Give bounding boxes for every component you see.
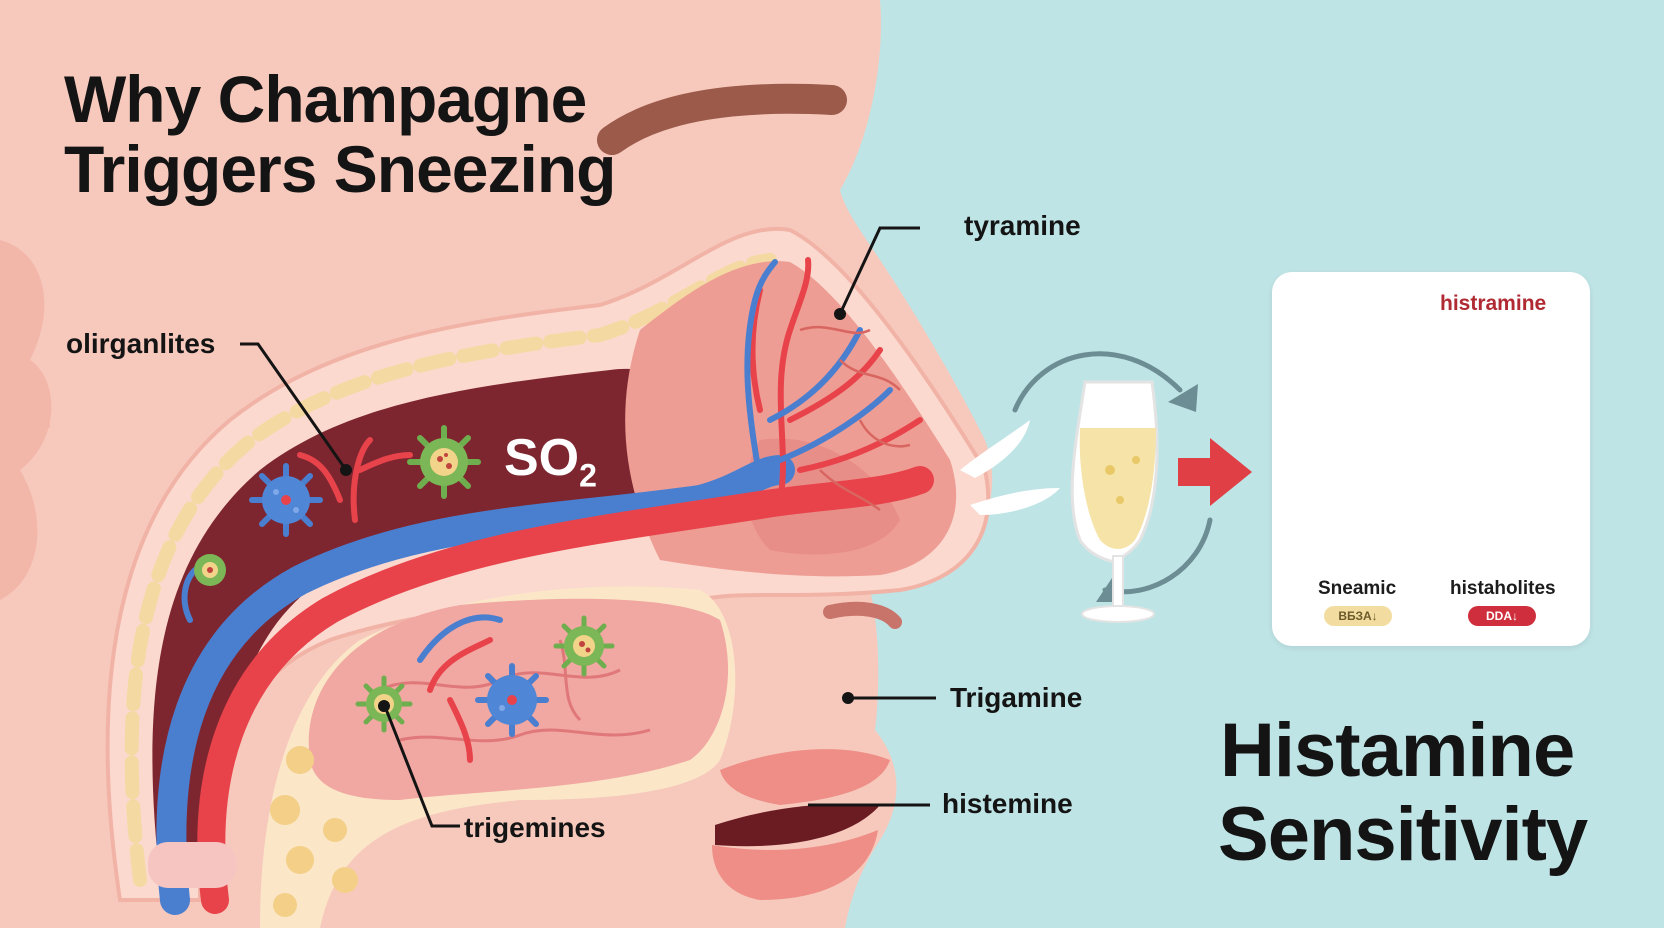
- upper-lip: [720, 749, 890, 805]
- cheek-dot: [40, 420, 50, 430]
- headline-line-2: Sensitivity: [1218, 792, 1588, 877]
- virus-green-icon: [407, 425, 481, 499]
- champagne-glass-icon: [1070, 380, 1159, 623]
- virus-blue-lower-icon: [475, 663, 549, 737]
- label-trigamine: Trigamine: [950, 682, 1083, 713]
- card-right-label: histaholites: [1450, 578, 1556, 599]
- vein-main: [156, 455, 795, 915]
- label-so2: SO2: [504, 429, 597, 494]
- airflow-icon: [960, 420, 1060, 515]
- cycle-arrow-head-1: [1168, 384, 1198, 412]
- comparison-card: [1272, 272, 1590, 646]
- oligamlites-dot: [340, 464, 352, 476]
- label-histemine: histemine: [942, 788, 1073, 819]
- ear: [0, 240, 52, 600]
- headline-line-1: Histamine: [1220, 708, 1575, 793]
- nasal-vessels-blue: [181, 259, 893, 663]
- tissue-band: [124, 253, 777, 887]
- card-left-badge: ВБЗА↓: [1324, 606, 1392, 626]
- nostril: [823, 601, 902, 629]
- red-arrow-icon: [1178, 438, 1252, 506]
- label-oligamlites: olirganlites: [66, 328, 216, 359]
- virus-green-lower-icon: [553, 615, 615, 677]
- vessel-cap: [148, 842, 236, 888]
- trigemines-dot: [378, 700, 390, 712]
- tyramine-dot: [834, 308, 846, 320]
- eyebrow: [597, 83, 847, 155]
- leader-lines: [240, 226, 936, 828]
- virus-blue-icon: [249, 463, 323, 537]
- title-line-2: Triggers Sneezing: [64, 132, 616, 206]
- label-tyramine: tyramine: [964, 210, 1081, 241]
- card-left-label: Sneamic: [1318, 578, 1397, 599]
- artery-main: [197, 466, 934, 914]
- mouth-opening: [715, 803, 880, 847]
- card-right-badge: DDA↓: [1468, 606, 1536, 626]
- nasal-vessels-fine: [799, 325, 911, 512]
- title-line-1: Why Champagne: [64, 62, 587, 136]
- trigamine-dot: [842, 692, 854, 704]
- lower-lip: [712, 830, 878, 900]
- label-trigemines: trigemines: [464, 812, 606, 843]
- virus-green-small-icon: [194, 554, 226, 586]
- card-title: histramine: [1440, 292, 1547, 315]
- fat-cells: [270, 746, 358, 917]
